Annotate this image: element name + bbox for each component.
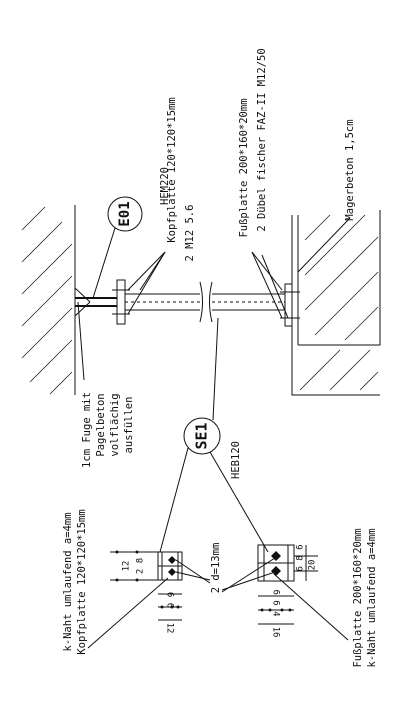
left-dim-side-total: 12 xyxy=(165,623,175,634)
fuge-label-line3: volflächig xyxy=(109,393,121,456)
magerbeton-label: Magerbeton 1,5cm xyxy=(344,119,356,220)
duebel-label: 2 Dübel fischer FAZ-II M12/50 xyxy=(256,48,268,231)
fussplatte-detail xyxy=(257,544,318,625)
left-dim-top-parts: 2 8 xyxy=(136,558,146,574)
right-dim-side-total: 16 xyxy=(271,627,281,638)
fuge-label-line4: ausfüllen xyxy=(123,397,135,454)
knaht-right-label: k-Naht umlaufend a=4mm xyxy=(366,528,378,667)
fuge-label-line2: Pagelbeton xyxy=(95,393,107,456)
se1-marker xyxy=(159,317,269,553)
e01-marker xyxy=(92,196,143,299)
hem220-label: HEM220 xyxy=(159,167,171,205)
fussplatte-leaders xyxy=(251,251,289,319)
d13-label: 2 d=13mm xyxy=(210,543,222,594)
kopfplatte-top-label: Kopfplatte 120*120*15mm xyxy=(166,97,178,242)
left-dim-side-parts: 6 6 xyxy=(165,592,175,608)
se1-label: SE1 xyxy=(193,422,211,449)
right-dim-side-parts: 6 6 4 xyxy=(271,589,281,616)
right-dim-top-total: 20 xyxy=(308,560,318,571)
m12-label: 2 M12 5.6 xyxy=(184,205,196,262)
fuge-label-line1: 1cm Fuge mit xyxy=(81,392,93,468)
fussplatte-top-label: Fußplatte 200*160*20mm xyxy=(238,98,250,237)
left-wall xyxy=(21,205,76,395)
hem220-stub xyxy=(74,287,117,317)
kopfplatte-bottom-label: Kopfplatte 120*120*15mm xyxy=(76,509,88,654)
heb120-label: HEB120 xyxy=(230,441,242,479)
kopfplatte-leaders xyxy=(127,251,166,315)
e01-label: E01 xyxy=(117,201,133,226)
fussplatte-bottom-label: Fußplatte 200*160*20mm xyxy=(352,528,364,667)
left-dim-top-total: 12 xyxy=(122,561,132,572)
d13-leaders xyxy=(175,555,279,593)
heb120-beam xyxy=(125,281,285,323)
right-dim-top-parts: 6 8 6 xyxy=(296,544,306,571)
kopfplatte-detail xyxy=(110,550,183,621)
knaht-left-label: k-Naht umlaufend a=4mm xyxy=(62,512,74,651)
foundation-block xyxy=(291,210,381,396)
